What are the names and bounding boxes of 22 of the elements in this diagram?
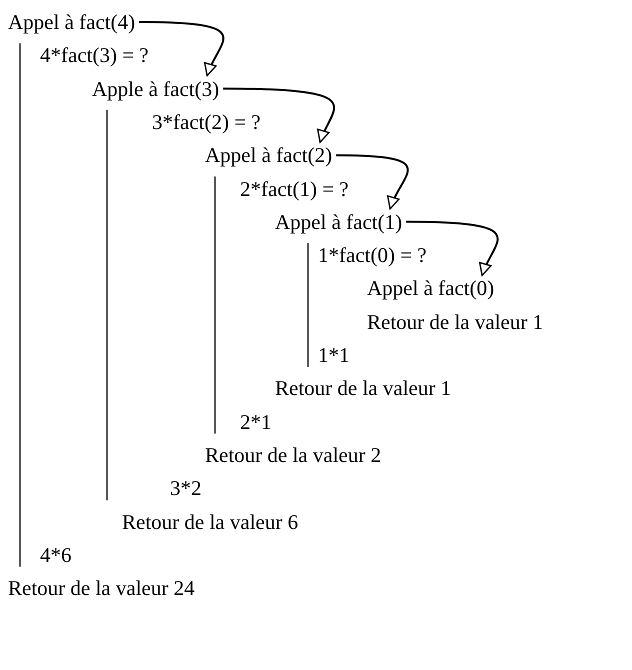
trace-line: 4*fact(3) = ? (40, 43, 149, 68)
curved-arrow (223, 88, 335, 143)
curved-arrow (139, 21, 224, 76)
call-text: Appel à fact(4) (8, 10, 136, 34)
trace-line: Retour de la valeur 2 (205, 442, 382, 467)
call-text: Appel à fact(1) (275, 210, 402, 234)
call-text: Apple à fact(3) (92, 76, 220, 101)
trace-line: Retour de la valeur 6 (122, 510, 298, 534)
trace-line: 3*2 (170, 476, 202, 500)
call-text: Appel à fact(0) (367, 276, 494, 300)
trace-line: 3*fact(2) = ? (152, 110, 261, 134)
trace-line: 2*1 (240, 410, 272, 434)
trace-line: 2*fact(1) = ? (240, 176, 349, 200)
call-text: Appel à fact(2) (205, 143, 332, 168)
trace-line: 1*fact(0) = ? (318, 243, 427, 268)
trace-line: Retour de la valeur 1 (275, 376, 452, 400)
trace-line: 1*1 (318, 343, 350, 367)
trace-line: Retour de la valeur 1 (367, 310, 544, 334)
trace-line: 4*6 (40, 542, 72, 567)
curved-arrow (406, 220, 499, 276)
curved-arrow (336, 154, 409, 210)
trace-line: Retour de la valeur 24 (8, 576, 195, 600)
